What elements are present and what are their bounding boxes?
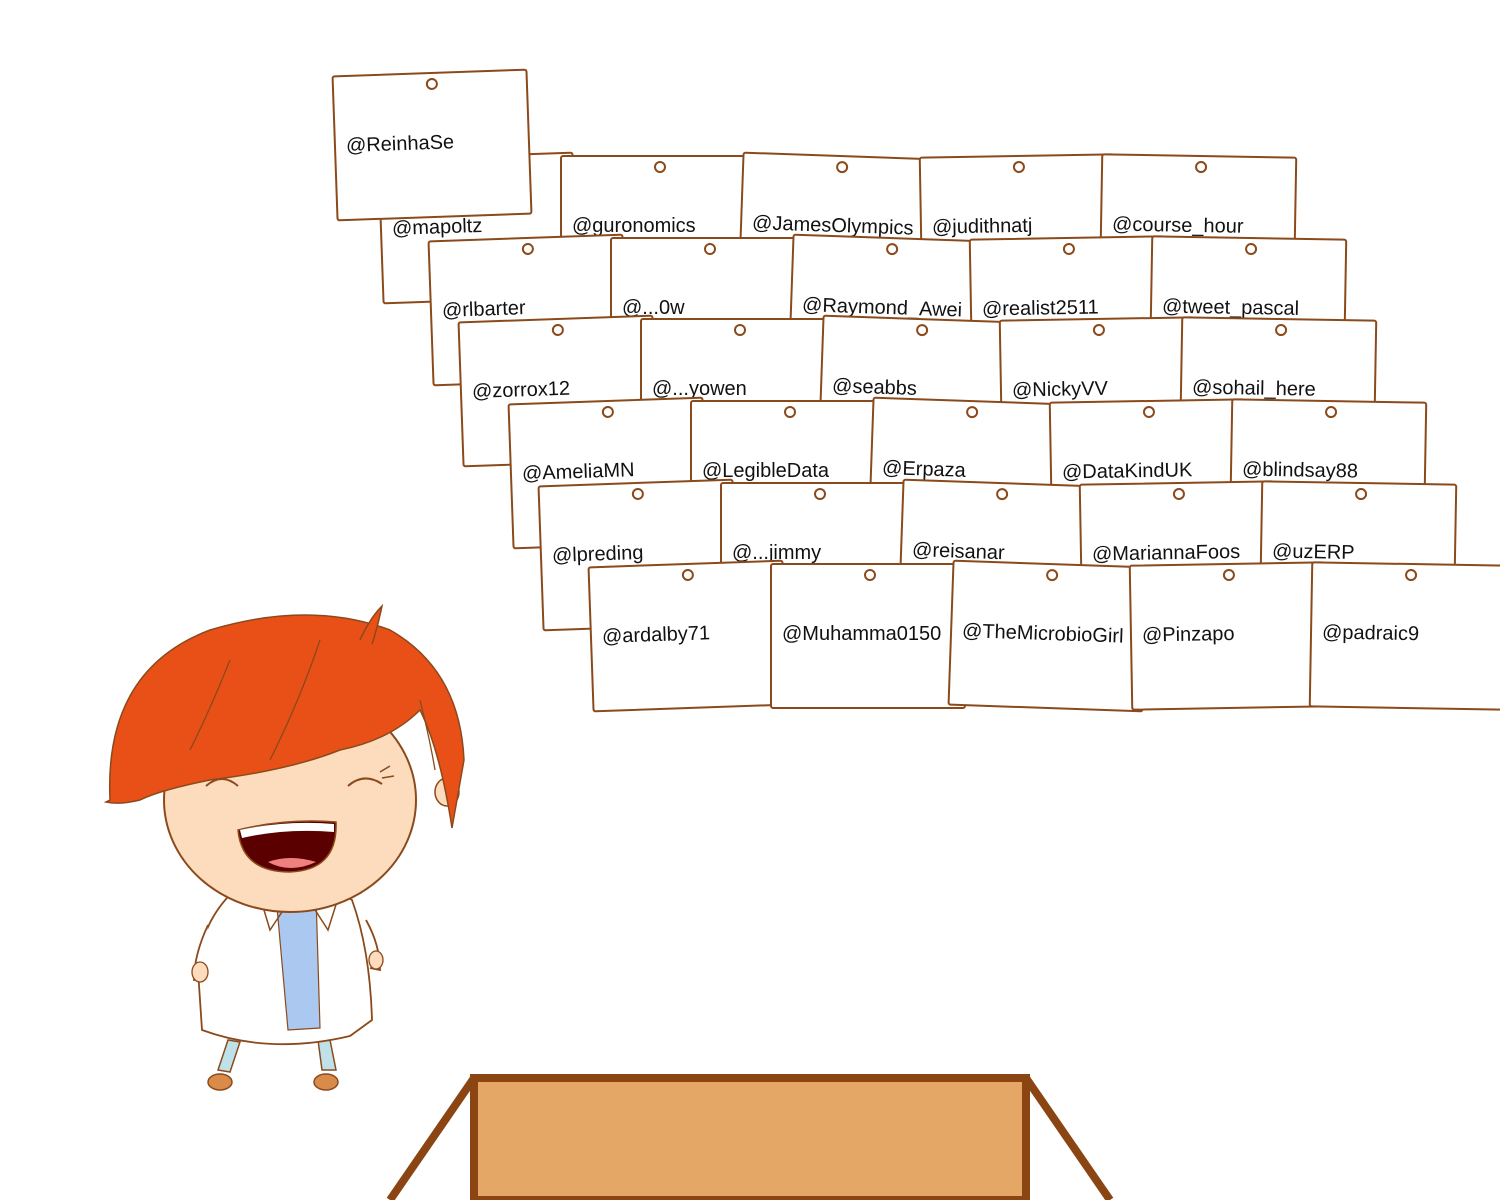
twitter-handle: @Muhamma0150 xyxy=(782,623,942,645)
open-box-icon xyxy=(386,1074,1114,1200)
pin-hole-icon xyxy=(704,243,716,255)
pin-hole-icon xyxy=(1222,568,1236,582)
pin-hole-icon xyxy=(551,323,565,337)
pin-hole-icon xyxy=(425,77,439,91)
twitter-handle: @NickyVV xyxy=(1011,377,1109,402)
pin-hole-icon xyxy=(654,161,666,173)
pin-hole-icon xyxy=(915,323,929,337)
twitter-handle: @...jimmy xyxy=(732,542,822,564)
twitter-handle: @guronomics xyxy=(572,215,696,237)
pin-hole-icon xyxy=(1172,487,1186,501)
twitter-handle: @Pinzapo xyxy=(1141,622,1235,647)
twitter-handle: @zorrox12 xyxy=(471,377,571,403)
name-card: @ReinhaSe xyxy=(331,68,533,222)
pin-hole-icon xyxy=(1045,568,1059,582)
pin-hole-icon xyxy=(1062,242,1076,256)
scientist-character-icon xyxy=(103,603,465,1091)
pin-hole-icon xyxy=(965,405,979,419)
twitter-handle: @ardalby71 xyxy=(601,622,711,648)
pin-hole-icon xyxy=(864,569,876,581)
twitter-handle: @LegibleData xyxy=(702,460,830,482)
pin-hole-icon xyxy=(1012,160,1026,174)
pin-hole-icon xyxy=(1142,405,1156,419)
pin-hole-icon xyxy=(1324,405,1338,419)
name-card: @ardalby71 xyxy=(587,559,789,713)
pin-hole-icon xyxy=(995,487,1009,501)
pin-hole-icon xyxy=(601,405,615,419)
name-card: @TheMicrobioGirl xyxy=(947,559,1149,713)
name-card: @padraic9 xyxy=(1308,561,1500,711)
twitter-handle: @...yowen xyxy=(652,378,747,400)
twitter-handle: @TheMicrobioGirl xyxy=(961,620,1124,648)
pin-hole-icon xyxy=(835,160,849,174)
pin-hole-icon xyxy=(885,242,899,256)
twitter-handle: @judithnatj xyxy=(931,214,1033,239)
pin-hole-icon xyxy=(681,568,695,582)
pin-hole-icon xyxy=(1092,323,1106,337)
name-card: @Muhamma0150 xyxy=(770,563,966,709)
twitter-handle: @ReinhaSe xyxy=(345,131,455,157)
pin-hole-icon xyxy=(814,488,826,500)
pin-hole-icon xyxy=(784,406,796,418)
pin-hole-icon xyxy=(734,324,746,336)
twitter-handle: @DataKindUK xyxy=(1061,459,1193,484)
twitter-handle: @padraic9 xyxy=(1321,621,1420,646)
pin-hole-icon xyxy=(631,487,645,501)
pin-hole-icon xyxy=(521,242,535,256)
pin-hole-icon xyxy=(1354,487,1368,501)
pin-hole-icon xyxy=(1404,568,1418,582)
pin-hole-icon xyxy=(1274,323,1288,337)
pin-hole-icon xyxy=(1244,242,1258,256)
name-card: @Pinzapo xyxy=(1128,561,1328,711)
pin-hole-icon xyxy=(1194,160,1208,174)
twitter-handle: @...0w xyxy=(622,297,685,319)
